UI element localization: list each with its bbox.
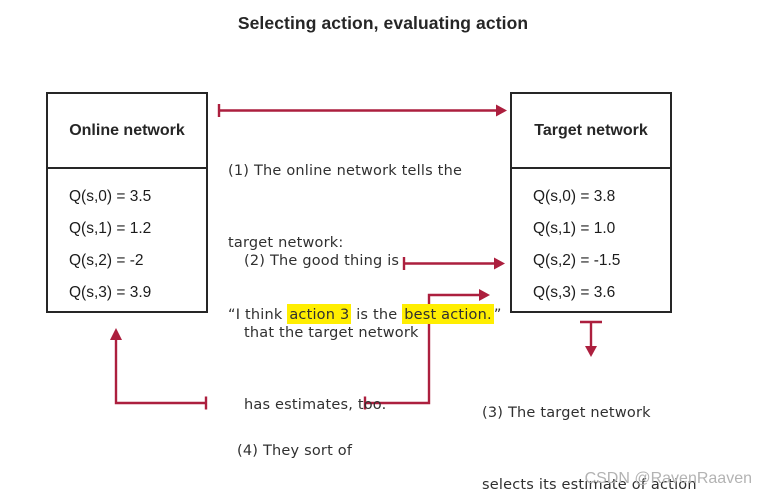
target-network-title: Target network	[512, 94, 670, 169]
note-2-line-1: (2) The good thing is	[244, 253, 400, 269]
arrow-target-down	[580, 320, 602, 357]
quote-text: ”	[493, 307, 502, 323]
highlight-action-3: action 3	[287, 304, 352, 324]
q-value-row: Q(s,0) = 3.8	[533, 188, 616, 205]
note-3-line-1: (3) The target network	[482, 405, 651, 421]
quote-text: is the	[351, 307, 403, 323]
note-4: (4) They sort of cross-validate the esti…	[237, 391, 370, 498]
note-1: (1) The online network tells the target …	[228, 111, 502, 375]
q-value-row: Q(s,1) = 1.0	[533, 220, 616, 237]
note-4-line-1: (4) They sort of	[237, 443, 353, 459]
note-2: (2) The good thing is that the target ne…	[244, 201, 419, 465]
note-2-line-3: has estimates, too.	[244, 397, 387, 413]
note-3: (3) The target network selects its estim…	[482, 353, 697, 498]
note-2-line-2: that the target network	[244, 325, 419, 341]
page-title: Selecting action, evaluating action	[237, 13, 529, 33]
online-network-title: Online network	[48, 94, 206, 169]
arrow-note4-to-online	[110, 328, 208, 410]
online-network-qvalues: Q(s,0) = 3.5 Q(s,1) = 1.2 Q(s,2) = -2 Q(…	[48, 169, 206, 309]
note-3-line-2: selects its estimate of action	[482, 477, 697, 493]
target-network-box: Target network Q(s,0) = 3.8 Q(s,1) = 1.0…	[510, 92, 672, 313]
target-network-qvalues: Q(s,0) = 3.8 Q(s,1) = 1.0 Q(s,2) = -1.5 …	[512, 169, 670, 309]
q-value-row: Q(s,1) = 1.2	[69, 220, 152, 237]
quote-text: “I think	[228, 307, 288, 323]
note-1-line-3: “I think action 3 is the best action.”	[228, 303, 502, 327]
note-1-line-2: target network:	[228, 235, 344, 251]
watermark: CSDN @RavenRaaven	[584, 470, 752, 487]
q-value-row: Q(s,2) = -2	[69, 252, 144, 269]
q-value-row: Q(s,0) = 3.5	[69, 188, 152, 205]
q-value-row: Q(s,3) = 3.9	[69, 284, 152, 301]
highlight-best-action: best action.	[402, 304, 494, 324]
online-network-box: Online network Q(s,0) = 3.5 Q(s,1) = 1.2…	[46, 92, 208, 313]
q-value-row: Q(s,3) = 3.6	[533, 284, 616, 301]
note-1-line-1: (1) The online network tells the	[228, 163, 463, 179]
q-value-row: Q(s,2) = -1.5	[533, 252, 621, 269]
